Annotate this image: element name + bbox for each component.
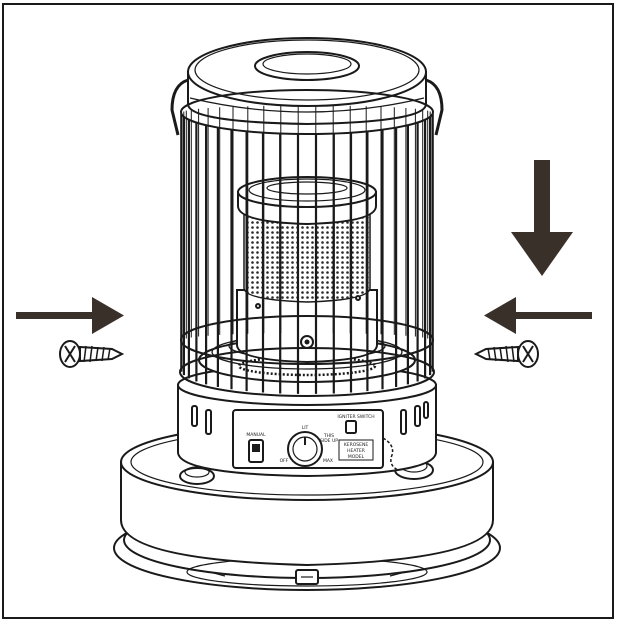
- plate-line-2: HEATER: [347, 448, 365, 454]
- dial-label-right: MAX: [323, 458, 333, 464]
- plate-line-1: KEROSENE: [344, 442, 369, 448]
- igniter-switch: [345, 420, 357, 434]
- screw-right-icon: [473, 340, 539, 368]
- panel-labels: IGNITER SWITCH LIT OFF MAX MANUAL THIS S…: [246, 414, 374, 464]
- heater-base: [113, 423, 501, 591]
- arrow-down-icon: [511, 160, 573, 276]
- arrow-right-icon: [16, 297, 124, 334]
- dial-label-top: LIT: [302, 425, 309, 431]
- arrow-left-icon: [484, 297, 592, 334]
- screw-left-icon: [59, 340, 125, 368]
- side-label-2: SIDE UP: [320, 438, 338, 444]
- plate-line-3: MODEL: [348, 454, 365, 460]
- manual-label: MANUAL: [246, 432, 266, 438]
- label-plate: [338, 439, 374, 461]
- control-knob: [287, 431, 323, 467]
- burner-assembly: [198, 176, 416, 383]
- top-lid: [170, 37, 444, 136]
- figure-frame: [2, 3, 614, 619]
- guard-bars: [180, 105, 434, 394]
- dial-label-left: OFF: [280, 458, 289, 464]
- side-label-1: THIS: [323, 433, 334, 439]
- igniter-label: IGNITER SWITCH: [337, 414, 374, 420]
